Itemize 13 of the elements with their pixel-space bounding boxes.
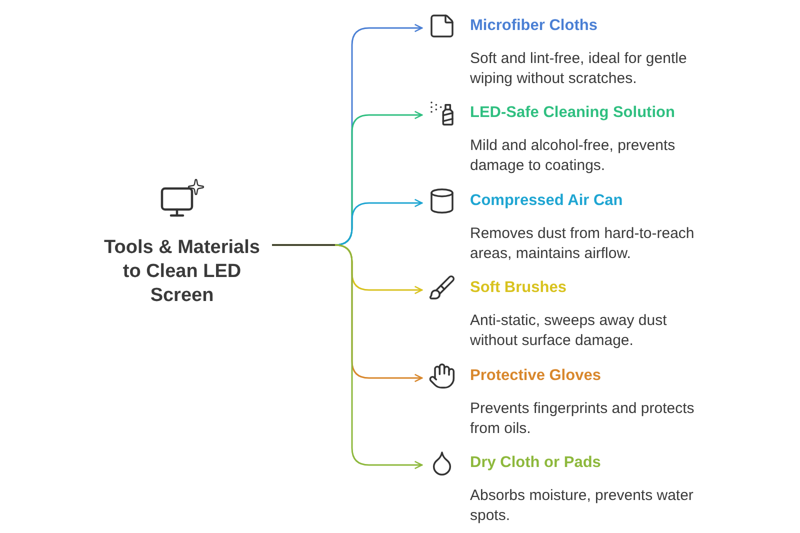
item-title: Compressed Air Can [470,191,624,211]
item-description: Absorbs moisture, prevents water spots. [470,486,694,525]
item-title: LED-Safe Cleaning Solution [470,103,676,123]
item-title: Microfiber Cloths [470,16,598,36]
item-title: Soft Brushes [470,278,568,298]
item-description: Removes dust from hard-to-reach areas, maintains airflow. [470,224,695,263]
item-description: Prevents fingerprints and protects from oils. [470,399,695,438]
item-title: Dry Cloth or Pads [470,453,602,473]
item-description: Anti-static, sweeps away dust without surface damage. [470,311,668,350]
item-description: Mild and alcohol-free, prevents damage to coatings. [470,136,676,175]
title: Tools & Materials to Clean LED Screen [103,236,261,308]
item-description: Soft and lint-free, ideal for gentle wiping without scratches. [470,49,688,88]
item-title: Protective Gloves [470,366,602,386]
